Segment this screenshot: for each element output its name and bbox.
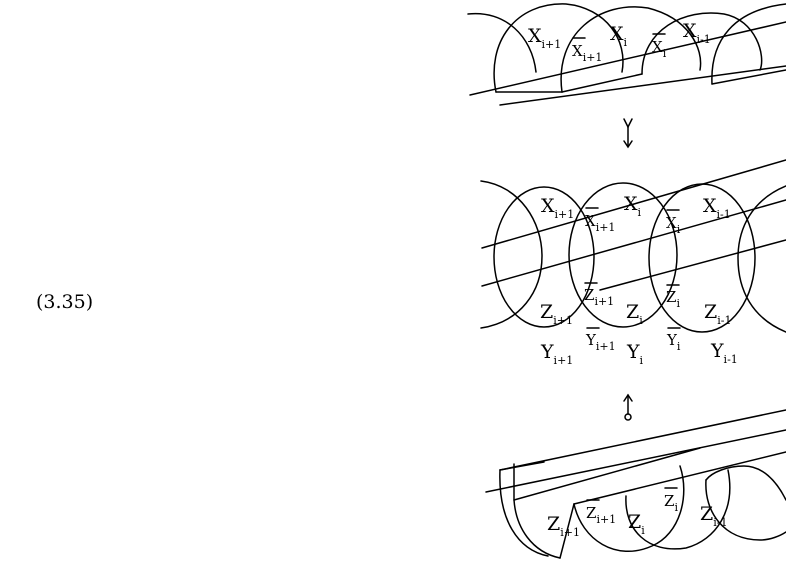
top-diagram: Xi+1 Xi+1 Xi Xi Xi-1 bbox=[467, 3, 786, 106]
top-label-xbar-i: Xi bbox=[652, 38, 667, 60]
mid-label-y-i-plus-1: Yi+1 bbox=[540, 341, 573, 367]
mid-label-xbar-i: Xi bbox=[666, 214, 681, 236]
circle-arrow-up-icon bbox=[623, 393, 633, 421]
top-label-x-i-plus-1: Xi+1 bbox=[528, 25, 561, 51]
bottom-label-z-i-plus-1: Zi+1 bbox=[547, 513, 580, 539]
fork-arrow-down-icon bbox=[623, 118, 633, 149]
fork-arrow-left-tine bbox=[623, 118, 629, 128]
top-label-xbar-i-plus-1: Xi+1 bbox=[572, 42, 602, 64]
mid-line-1 bbox=[481, 159, 786, 249]
top-half-disc-4 bbox=[711, 3, 786, 85]
top-base-2 bbox=[561, 73, 643, 93]
bottom-half-disc-left bbox=[513, 463, 561, 559]
mid-arc-left bbox=[480, 180, 543, 329]
bottom-label-z-i: Zi bbox=[628, 511, 645, 537]
bottom-line-lower-2 bbox=[573, 451, 786, 505]
mid-label-zbar-i-plus-1: Zi+1 bbox=[584, 286, 614, 308]
bottom-line-upper bbox=[485, 429, 786, 493]
mid-label-ybar-i: Yi bbox=[666, 331, 681, 353]
top-half-disc-3 bbox=[641, 12, 763, 75]
circle-arrow-tail bbox=[624, 413, 632, 421]
bottom-arc-right bbox=[705, 465, 786, 501]
mid-circle-2 bbox=[568, 182, 678, 328]
mid-label-z-i-plus-1: Zi+1 bbox=[540, 301, 573, 327]
mid-arc-right bbox=[737, 185, 786, 333]
fork-arrow-right-tine bbox=[627, 118, 633, 128]
mid-circle-3 bbox=[648, 183, 756, 333]
bottom-half-disc-1 bbox=[573, 465, 685, 552]
mid-label-xbar-i-plus-1: Xi+1 bbox=[585, 212, 615, 234]
mid-label-x-i: Xi bbox=[624, 193, 642, 219]
equation-number: (3.35) bbox=[36, 291, 93, 313]
bottom-label-z-i-minus-1: Zi-1 bbox=[700, 503, 727, 529]
bottom-diagram: Zi+1 Zi Zi+1 Zi Zi-1 bbox=[485, 409, 786, 559]
top-arc-left bbox=[467, 12, 537, 73]
mid-label-ybar-i-plus-1: Yi+1 bbox=[585, 331, 616, 353]
mid-line-2 bbox=[481, 199, 786, 287]
mid-line-3 bbox=[599, 239, 786, 291]
mid-label-x-i-plus-1: Xi+1 bbox=[541, 195, 574, 221]
top-line-upper bbox=[469, 21, 786, 96]
mid-label-zbar-i: Zi bbox=[666, 288, 680, 310]
bottom-line-lower bbox=[513, 447, 701, 501]
top-line-lower bbox=[499, 65, 786, 106]
bottom-arc-left bbox=[499, 469, 549, 557]
mid-label-z-i: Zi bbox=[626, 301, 643, 327]
top-half-disc-1 bbox=[493, 3, 624, 93]
middle-diagram: Xi+1 Xi+1 Xi Xi Xi-1 Zi+1 Zi Zi+1 Zi Zi-… bbox=[480, 159, 786, 367]
bottom-line-top bbox=[499, 409, 786, 471]
bottom-half-disc-3 bbox=[705, 479, 786, 541]
bottom-label-zbar-i: Zi bbox=[664, 492, 678, 514]
top-half-disc-2 bbox=[560, 6, 702, 93]
mid-label-y-i-minus-1: Yi-1 bbox=[710, 340, 738, 366]
mid-label-z-i-minus-1: Zi-1 bbox=[704, 301, 731, 327]
top-label-x-i: Xi bbox=[610, 23, 628, 49]
mid-circle-1 bbox=[493, 186, 595, 328]
bottom-half-disc-2 bbox=[625, 469, 731, 550]
fork-arrow-head bbox=[623, 140, 633, 149]
bottom-label-zbar-i-plus-1: Zi+1 bbox=[586, 504, 616, 526]
top-base-3 bbox=[711, 69, 786, 85]
mid-label-x-i-minus-1: Xi-1 bbox=[703, 195, 731, 221]
bottom-edge-1 bbox=[559, 503, 575, 559]
top-label-x-i-minus-1: Xi-1 bbox=[683, 20, 711, 46]
mid-label-y-i: Yi bbox=[626, 341, 644, 367]
